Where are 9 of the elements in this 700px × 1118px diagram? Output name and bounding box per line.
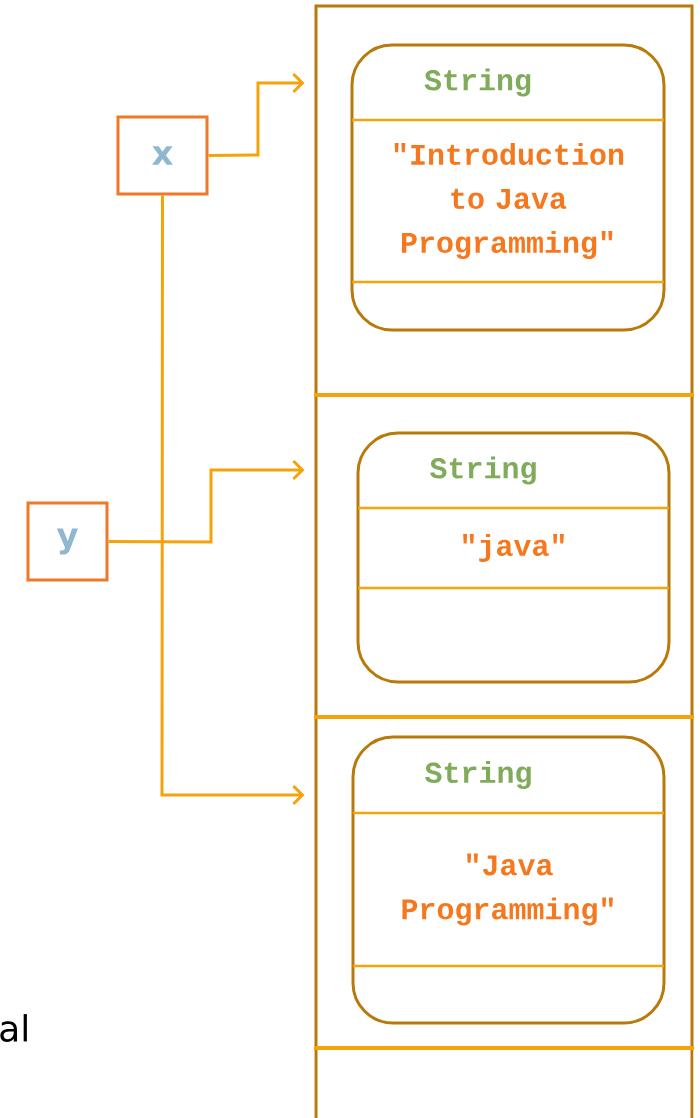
object-box: String "java" — [356, 431, 671, 684]
variable-box: y — [26, 501, 109, 582]
arrow — [108, 459, 305, 544]
object-box: String "Java Programming" — [351, 735, 666, 1025]
arrow — [208, 72, 305, 157]
variable-box: x — [116, 115, 209, 196]
partial-text: al — [0, 1014, 27, 1042]
object-box: String "Introduction to Java Programming" — [350, 43, 666, 332]
arrow — [160, 195, 305, 806]
